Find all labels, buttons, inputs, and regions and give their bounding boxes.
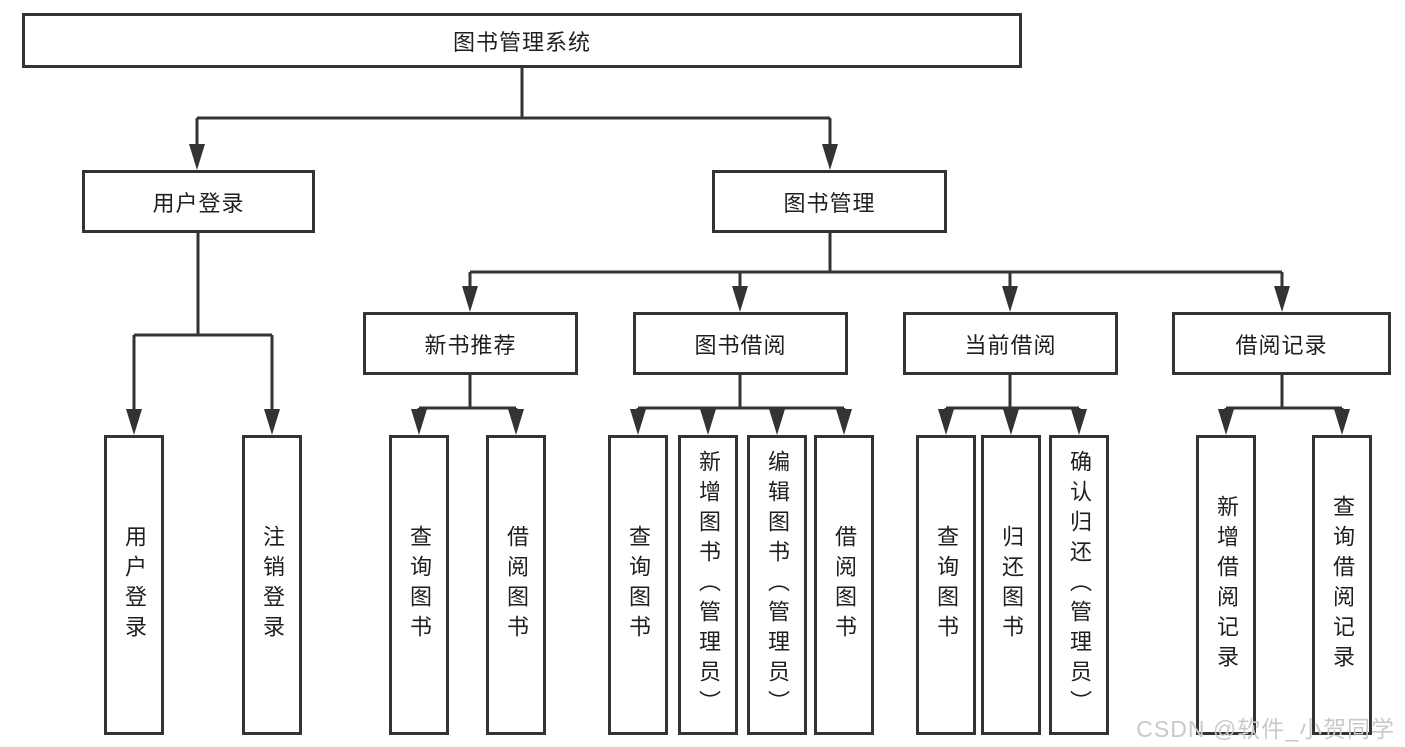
arrowhead-down-icon (1334, 409, 1350, 435)
node-book-borrowing-label: 图书借阅 (694, 332, 787, 358)
node-borrowing-records-label: 借阅记录 (1235, 332, 1328, 358)
arrowhead-down-icon (1071, 409, 1087, 435)
leaf-query-books-current-label: 查询图书 (934, 525, 959, 645)
leaf-confirm-return-admin-label: 确认归还（管理员） (1067, 450, 1092, 720)
leaf-borrow-books-borrowing-label: 借阅图书 (832, 525, 857, 645)
leaf-add-books-admin-label: 新增图书（管理员） (696, 450, 721, 720)
connector-book-borrowing-to-leaves (630, 375, 852, 435)
leaf-logout-label: 注销登录 (260, 525, 285, 645)
connector-borrowing-records-to-leaves (1218, 375, 1350, 435)
leaf-borrow-books-borrowing: 借阅图书 (814, 435, 874, 735)
connector-new-book-to-leaves (411, 375, 524, 435)
arrowhead-down-icon (189, 144, 205, 170)
arrowhead-down-icon (1274, 286, 1290, 312)
node-new-book-recommend-label: 新书推荐 (424, 332, 517, 358)
arrowhead-down-icon (822, 144, 838, 170)
node-book-borrowing: 图书借阅 (633, 312, 848, 375)
leaf-query-books-recommend: 查询图书 (389, 435, 449, 735)
leaf-query-books-recommend-label: 查询图书 (407, 525, 432, 645)
leaf-confirm-return-admin: 确认归还（管理员） (1049, 435, 1109, 735)
leaf-add-borrow-record: 新增借阅记录 (1196, 435, 1256, 735)
arrowhead-down-icon (836, 409, 852, 435)
arrowhead-down-icon (769, 409, 785, 435)
node-book-management: 图书管理 (712, 170, 947, 233)
node-user-login: 用户登录 (82, 170, 315, 233)
arrowhead-down-icon (1003, 409, 1019, 435)
leaf-user-login-label: 用户登录 (122, 525, 147, 645)
leaf-query-borrow-record-label: 查询借阅记录 (1330, 495, 1355, 675)
leaf-return-books: 归还图书 (981, 435, 1041, 735)
leaf-add-books-admin: 新增图书（管理员） (678, 435, 738, 735)
leaf-return-books-label: 归还图书 (999, 525, 1024, 645)
arrowhead-down-icon (938, 409, 954, 435)
arrowhead-down-icon (411, 409, 427, 435)
node-borrowing-records: 借阅记录 (1172, 312, 1391, 375)
arrowhead-down-icon (700, 409, 716, 435)
leaf-borrow-books-recommend: 借阅图书 (486, 435, 546, 735)
node-book-management-label: 图书管理 (783, 190, 876, 216)
arrowhead-down-icon (1002, 286, 1018, 312)
leaf-edit-books-admin: 编辑图书（管理员） (747, 435, 807, 735)
leaf-query-books-borrowing-label: 查询图书 (626, 525, 651, 645)
node-current-borrowing-label: 当前借阅 (964, 332, 1057, 358)
arrowhead-down-icon (732, 286, 748, 312)
connector-user-login-to-leaves (126, 233, 280, 435)
leaf-query-borrow-record: 查询借阅记录 (1312, 435, 1372, 735)
connector-book-management-to-level3 (462, 233, 1290, 312)
leaf-logout: 注销登录 (242, 435, 302, 735)
node-root: 图书管理系统 (22, 13, 1022, 68)
arrowhead-down-icon (630, 409, 646, 435)
leaf-edit-books-admin-label: 编辑图书（管理员） (765, 450, 790, 720)
leaf-add-borrow-record-label: 新增借阅记录 (1214, 495, 1239, 675)
leaf-query-books-current: 查询图书 (916, 435, 976, 735)
node-new-book-recommend: 新书推荐 (363, 312, 578, 375)
arrowhead-down-icon (1218, 409, 1234, 435)
connector-root-to-level2 (189, 68, 838, 170)
arrowhead-down-icon (508, 409, 524, 435)
connector-current-borrowing-to-leaves (938, 375, 1087, 435)
node-user-login-label: 用户登录 (152, 190, 245, 216)
arrowhead-down-icon (126, 409, 142, 435)
leaf-query-books-borrowing: 查询图书 (608, 435, 668, 735)
node-root-label: 图书管理系统 (452, 29, 591, 55)
leaf-borrow-books-recommend-label: 借阅图书 (504, 525, 529, 645)
node-current-borrowing: 当前借阅 (903, 312, 1118, 375)
leaf-user-login: 用户登录 (104, 435, 164, 735)
arrowhead-down-icon (264, 409, 280, 435)
arrowhead-down-icon (462, 286, 478, 312)
